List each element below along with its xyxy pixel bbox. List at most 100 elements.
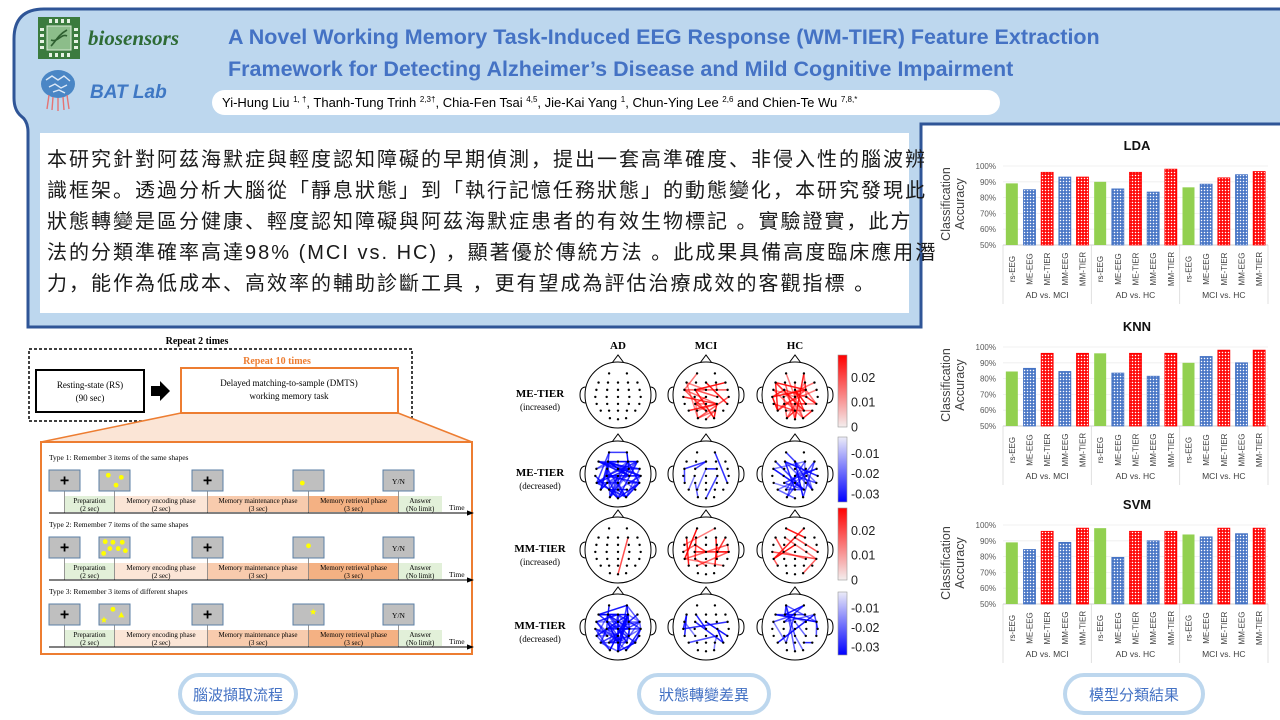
- bar: [1235, 533, 1248, 605]
- category-label: rs-EEG: [1096, 256, 1105, 282]
- electrode: [694, 557, 697, 561]
- electrode: [774, 536, 777, 539]
- connectivity-edge: [599, 641, 619, 653]
- electrode: [594, 395, 597, 399]
- bar: [1235, 174, 1248, 246]
- summary-line: 力，能作為低成本、高效率的輔助診斷工具 ，更有望成為評估治療成效的客觀指標 。: [47, 273, 877, 295]
- electrode: [687, 409, 690, 412]
- connectivity-edge: [785, 604, 796, 653]
- bar: [1076, 527, 1089, 605]
- electrode: [783, 613, 787, 616]
- bar: [1094, 181, 1107, 245]
- electrode: [715, 620, 718, 624]
- electrode: [727, 474, 730, 478]
- state-transition-difference-button[interactable]: 狀態轉變差異: [637, 673, 771, 715]
- connectivity-edge: [694, 403, 707, 412]
- colorbar-tick-label: -0.01: [851, 447, 880, 461]
- head-plot: [667, 354, 745, 429]
- y-axis-label: Classification: [939, 348, 953, 422]
- probe-screen: [292, 469, 325, 492]
- electrode: [628, 550, 631, 554]
- connectivity-edge: [617, 536, 629, 576]
- connectivity-edge: [693, 396, 699, 419]
- y-tick-label: 100%: [976, 343, 996, 352]
- bar: [1058, 541, 1072, 605]
- ear-icon: [737, 541, 745, 559]
- electrode: [793, 381, 797, 384]
- ear-icon: [667, 465, 675, 483]
- connectivity-edge: [771, 389, 785, 398]
- electrode: [608, 417, 612, 420]
- electrode: [607, 604, 611, 607]
- electrode: [693, 627, 696, 631]
- category-label: ME-TIER: [1043, 433, 1052, 466]
- head-plot: [756, 433, 834, 508]
- electrode: [616, 418, 620, 421]
- electrode: [716, 395, 719, 399]
- electrode: [713, 641, 717, 644]
- electrode: [793, 481, 797, 485]
- author: Chien-Te Wu 7,8,*: [762, 95, 857, 110]
- electrode: [704, 650, 708, 653]
- circle-stimulus: [110, 606, 116, 612]
- eeg-acquisition-flow-button[interactable]: 腦波擷取流程: [178, 673, 298, 715]
- electrode: [626, 460, 630, 463]
- time-arrow-icon: [467, 577, 474, 583]
- electrode: [595, 620, 598, 624]
- fixation-screen: +: [48, 536, 81, 559]
- electrode: [714, 460, 718, 463]
- answer-prompt: Y/N: [392, 611, 406, 620]
- category-label: MM-EEG: [1061, 612, 1070, 645]
- electrode: [625, 604, 629, 607]
- phase-duration: (No limit): [406, 639, 435, 647]
- connectivity-edge: [694, 381, 727, 391]
- electrode: [594, 474, 597, 478]
- bar: [1252, 171, 1266, 246]
- fixation-screen: +: [48, 469, 81, 492]
- y-axis-label: Classification: [939, 167, 953, 241]
- electrode: [784, 409, 788, 412]
- colorbar: [837, 354, 848, 428]
- electrode: [722, 564, 725, 567]
- screen-frame: [98, 469, 131, 492]
- phase-duration: (2 sec): [152, 639, 172, 647]
- phase-duration: (2 sec): [152, 572, 172, 580]
- electrode: [715, 481, 718, 485]
- electrode: [595, 388, 598, 392]
- electrode: [783, 388, 786, 392]
- model-classification-results-button[interactable]: 模型分類結果: [1063, 673, 1205, 715]
- bar: [1252, 349, 1266, 427]
- electrode: [815, 634, 818, 638]
- connectivity-edge: [606, 621, 619, 637]
- ear-icon: [649, 618, 657, 636]
- category-label: ME-TIER: [1132, 252, 1141, 285]
- ear-icon: [756, 386, 764, 404]
- electrode: [803, 613, 807, 616]
- electrode: [616, 497, 620, 500]
- bar: [1076, 352, 1089, 427]
- electrode: [595, 402, 598, 406]
- electrode: [606, 557, 609, 561]
- bar: [1129, 171, 1142, 246]
- category-label: MM-EEG: [1149, 612, 1158, 645]
- electrode: [793, 460, 797, 463]
- colorbar-tick-label: -0.02: [851, 621, 880, 635]
- bar: [1040, 171, 1054, 246]
- electrode: [683, 402, 686, 406]
- electrode: [772, 620, 775, 624]
- category-label: ME-EEG: [1202, 612, 1211, 644]
- electrode: [804, 467, 807, 471]
- electrode: [626, 536, 630, 539]
- electrode: [713, 451, 717, 454]
- bar: [1058, 176, 1072, 246]
- electrode: [683, 557, 686, 561]
- electrode: [793, 620, 797, 624]
- ear-icon: [579, 386, 587, 404]
- row-label: ME-TIER: [516, 388, 565, 400]
- head-plot: [579, 354, 657, 429]
- row-label: ME-TIER: [516, 467, 565, 479]
- phase-name: Preparation: [73, 497, 106, 505]
- electrode: [793, 409, 797, 412]
- nose-icon: [611, 354, 625, 364]
